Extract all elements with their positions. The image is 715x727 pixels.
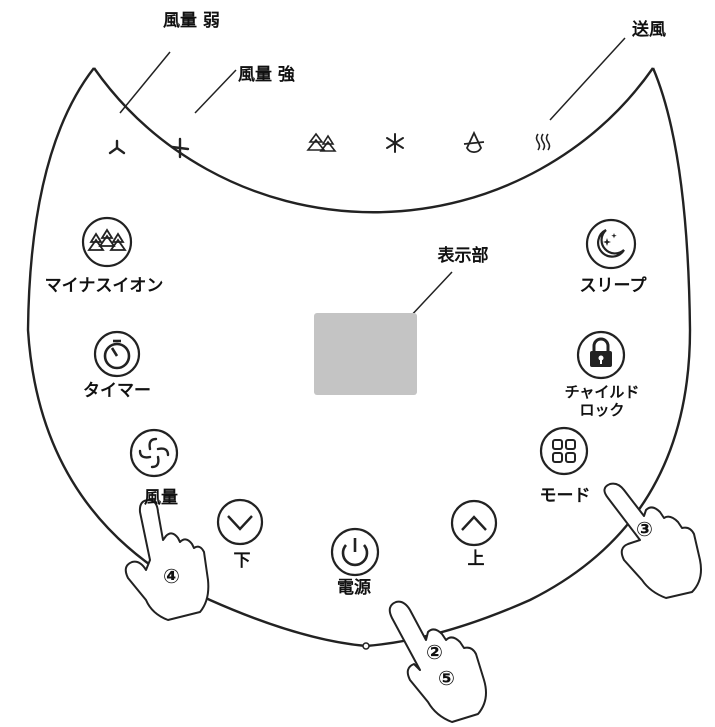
up-button-label: 上 xyxy=(467,549,485,569)
leader-fan-high xyxy=(194,69,237,114)
fan-low-icon xyxy=(108,139,126,155)
panel-outline xyxy=(93,67,654,214)
leader-wind xyxy=(549,37,626,121)
step-marker-fan: ④ xyxy=(163,564,180,588)
hand-pointer-mode xyxy=(603,482,702,599)
leader-fan-low xyxy=(119,51,171,114)
display-panel xyxy=(314,313,417,395)
child-lock-button-graphic xyxy=(576,330,626,380)
power-button-graphic xyxy=(330,527,380,577)
down-button-graphic xyxy=(216,498,264,546)
step-marker-power-b: ⑤ xyxy=(438,666,455,690)
timer-button[interactable] xyxy=(95,332,139,376)
timer-button-label: タイマー xyxy=(83,381,151,401)
hand-pointer-fan xyxy=(124,499,210,621)
sleep-button[interactable] xyxy=(587,220,635,268)
hand-pointer-power xyxy=(388,600,487,723)
step-marker-mode: ③ xyxy=(636,517,653,541)
up-button-graphic xyxy=(450,499,498,547)
fan-high-label: 風量 強 xyxy=(238,65,295,85)
timer-button-graphic xyxy=(93,330,141,378)
wind-label: 送風 xyxy=(632,20,666,40)
fan-high-icon xyxy=(170,137,190,159)
fan-low-label: 風量 弱 xyxy=(163,11,220,31)
down-button-label: 下 xyxy=(233,551,251,571)
child-lock-label-line1: チャイルド xyxy=(564,383,640,401)
child-lock-label-line2: ロック xyxy=(579,401,625,419)
fan-button[interactable] xyxy=(131,430,177,476)
power-button-label: 電源 xyxy=(337,578,371,598)
display-label: 表示部 xyxy=(437,246,489,266)
fan-button-label: 風量 xyxy=(144,488,178,508)
ion-button-graphic xyxy=(81,216,133,268)
sleep-button-graphic xyxy=(585,218,637,270)
mode-button[interactable] xyxy=(541,428,587,474)
child-lock-button[interactable] xyxy=(578,332,624,378)
ion-button[interactable] xyxy=(83,218,131,266)
dry-indicator-icon xyxy=(463,130,485,154)
sleep-button-label: スリープ xyxy=(579,276,647,296)
ion-button-label: マイナスイオン xyxy=(44,276,164,296)
cool-indicator-icon xyxy=(386,133,404,153)
mode-button-graphic xyxy=(539,426,589,476)
down-button[interactable] xyxy=(218,500,262,544)
step-marker-power-a: ② xyxy=(426,640,443,664)
wind-indicator-icon xyxy=(535,133,551,151)
ion-indicator-icon xyxy=(306,132,337,152)
mode-button-label: モード xyxy=(539,486,591,506)
fan-button-graphic xyxy=(129,428,179,478)
up-button[interactable] xyxy=(452,501,496,545)
power-button[interactable] xyxy=(332,529,378,575)
